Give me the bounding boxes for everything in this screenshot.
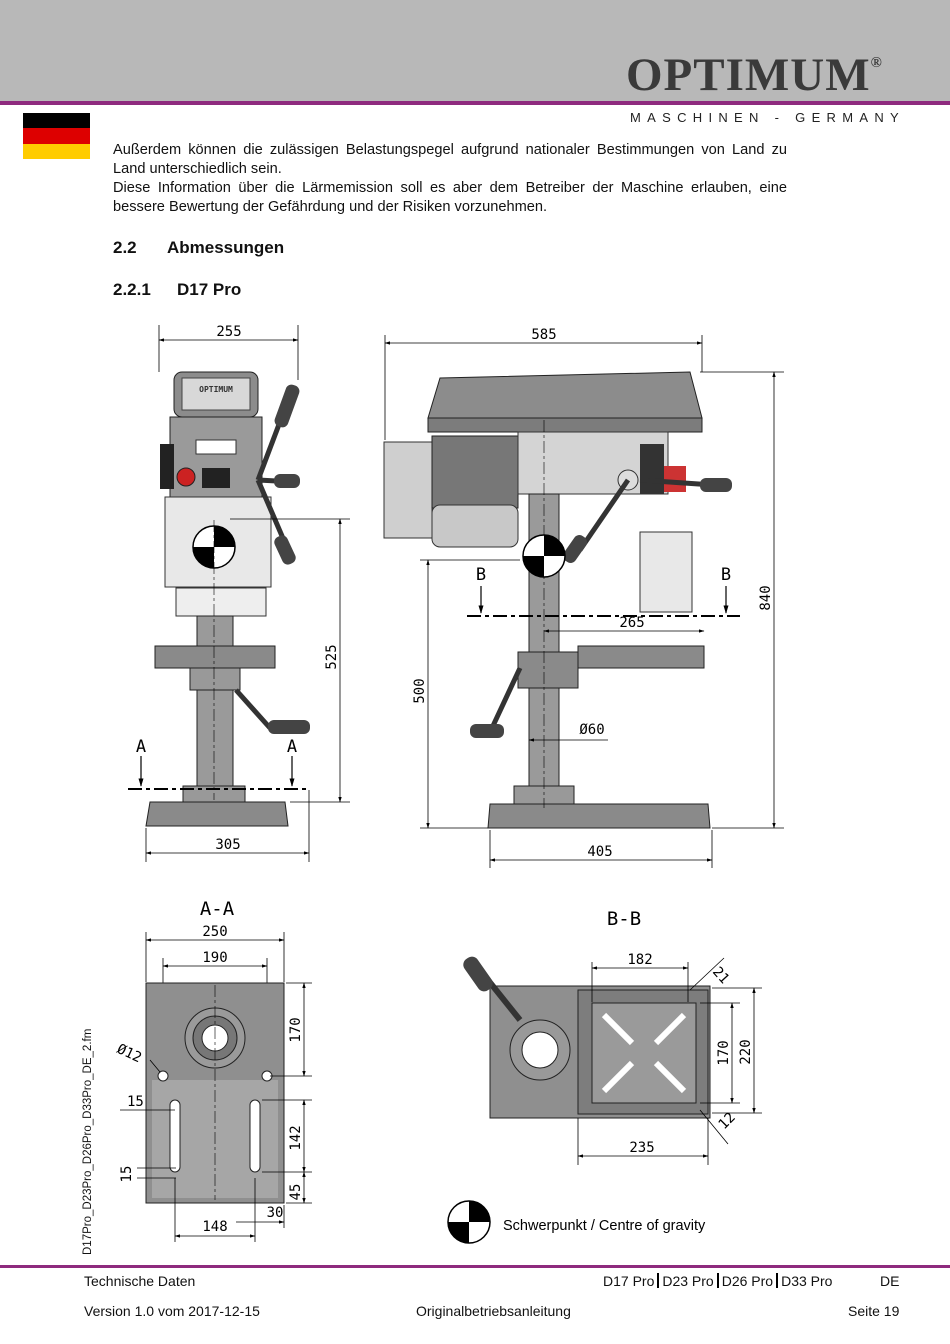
svg-text:OPTIMUM: OPTIMUM — [199, 385, 233, 394]
section-mark-b: B — [476, 565, 486, 585]
footer-page-number: Seite 19 — [848, 1303, 900, 1319]
svg-text:142: 142 — [288, 1125, 304, 1150]
svg-text:30: 30 — [267, 1205, 284, 1221]
section-mark-a: A — [136, 737, 146, 757]
section-bb: B-B 182 21 170 220 235 12 — [463, 908, 762, 1165]
centre-of-gravity-icon — [447, 1200, 491, 1244]
footer-section: Technische Daten — [84, 1273, 196, 1289]
footer-manual-type: Originalbetriebsanleitung — [416, 1303, 571, 1319]
dim-reach: 265 — [619, 615, 644, 631]
dim-column-diameter: Ø60 — [579, 722, 604, 738]
paragraph: Diese Information über die Lärmemission … — [113, 180, 787, 215]
dim-height-table: 500 — [412, 678, 428, 703]
brand-logo: OPTIMUM® — [626, 49, 883, 101]
svg-text:170: 170 — [716, 1040, 732, 1065]
section-mark-b: B — [721, 565, 731, 585]
german-flag-icon — [23, 113, 90, 159]
footer-version: Version 1.0 vom 2017-12-15 — [84, 1303, 260, 1319]
svg-text:Ø12: Ø12 — [114, 1041, 144, 1066]
svg-text:250: 250 — [202, 924, 227, 940]
side-view: 585 — [383, 327, 784, 868]
dimension-drawings: 255 OPTIMUM — [114, 324, 784, 1244]
footer-accent-line — [0, 1265, 950, 1268]
svg-text:190: 190 — [202, 950, 227, 966]
front-view: 255 OPTIMUM — [128, 324, 350, 862]
svg-text:15: 15 — [119, 1166, 135, 1183]
svg-text:170: 170 — [288, 1017, 304, 1042]
dim-width: 585 — [531, 327, 556, 343]
footer-language: DE — [880, 1273, 900, 1289]
dim-height: 525 — [324, 644, 340, 669]
centre-of-gravity-legend: Schwerpunkt / Centre of gravity — [447, 1200, 706, 1244]
section-bb-title: B-B — [607, 908, 641, 930]
svg-text:15: 15 — [127, 1094, 144, 1110]
dim-base-width: 405 — [587, 844, 612, 860]
svg-text:235: 235 — [629, 1140, 654, 1156]
section-mark-a: A — [287, 737, 297, 757]
svg-text:182: 182 — [627, 952, 652, 968]
centre-of-gravity-icon — [522, 534, 566, 578]
header-accent-line — [0, 101, 950, 105]
svg-text:220: 220 — [738, 1039, 754, 1064]
dim-height-total: 840 — [758, 585, 774, 610]
section-aa-title: A-A — [200, 898, 235, 920]
legend-label: Schwerpunkt / Centre of gravity — [503, 1218, 706, 1234]
paragraph: Außerdem können die zulässigen Belastung… — [113, 142, 787, 177]
section-aa: A-A 250 190 Ø12 170 142 45 15 — [114, 898, 312, 1242]
svg-text:45: 45 — [288, 1184, 304, 1201]
body-text: Außerdem können die zulässigen Belastung… — [113, 141, 787, 217]
dim-base-width: 305 — [215, 837, 240, 853]
dim-width-top: 255 — [216, 324, 241, 340]
header-band — [0, 0, 950, 101]
svg-text:148: 148 — [202, 1219, 227, 1235]
svg-text:21: 21 — [709, 964, 732, 987]
brand-subtitle: MASCHINEN - GERMANY — [630, 110, 905, 125]
